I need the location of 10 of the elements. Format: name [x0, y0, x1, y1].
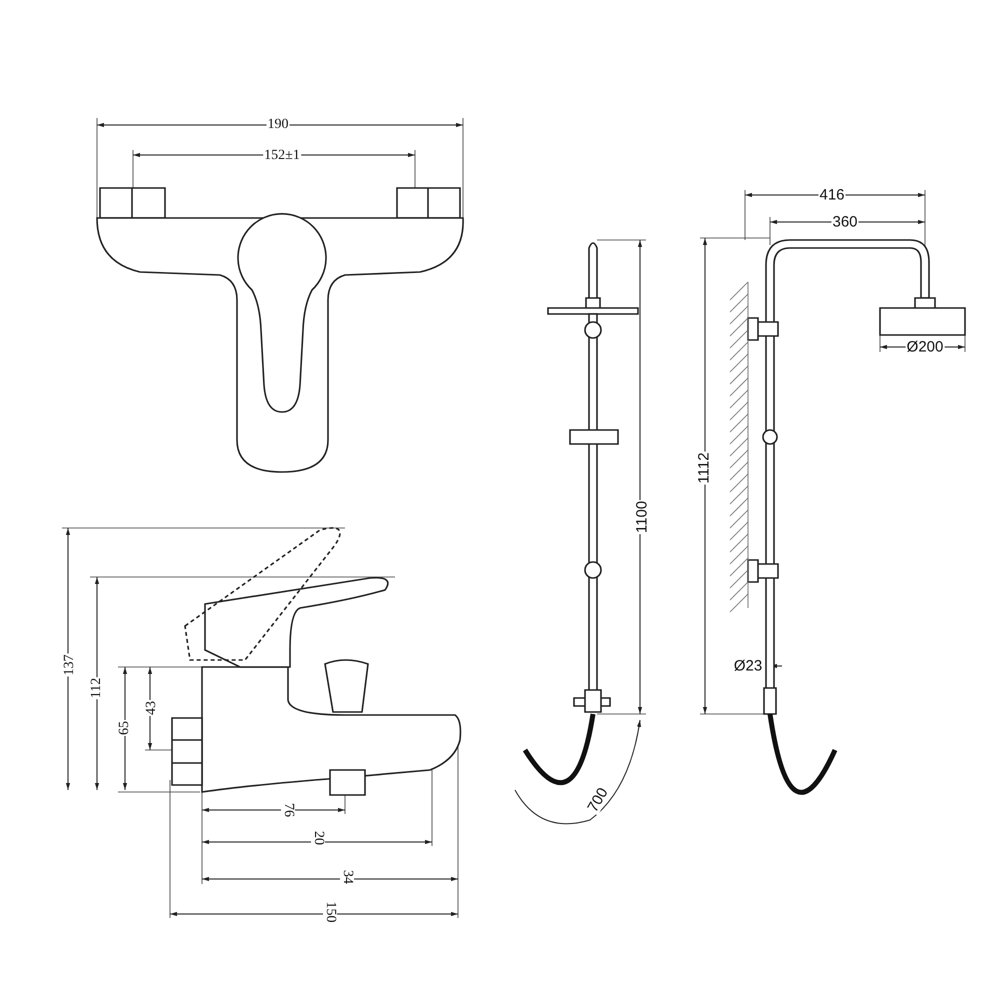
dimension-label: 1100: [634, 500, 650, 534]
dimension-label: Ø23: [732, 658, 764, 674]
dimension-label: 360: [831, 214, 859, 230]
dimension-label: 20: [311, 830, 325, 846]
dimension-label: 1112: [696, 451, 712, 485]
dimension-label: 76: [281, 802, 295, 818]
dimension-label: 416: [818, 188, 846, 202]
dimension-label: 150: [323, 900, 337, 924]
dimension-label: Ø200: [906, 340, 944, 354]
dimension-label: 34: [340, 869, 354, 885]
